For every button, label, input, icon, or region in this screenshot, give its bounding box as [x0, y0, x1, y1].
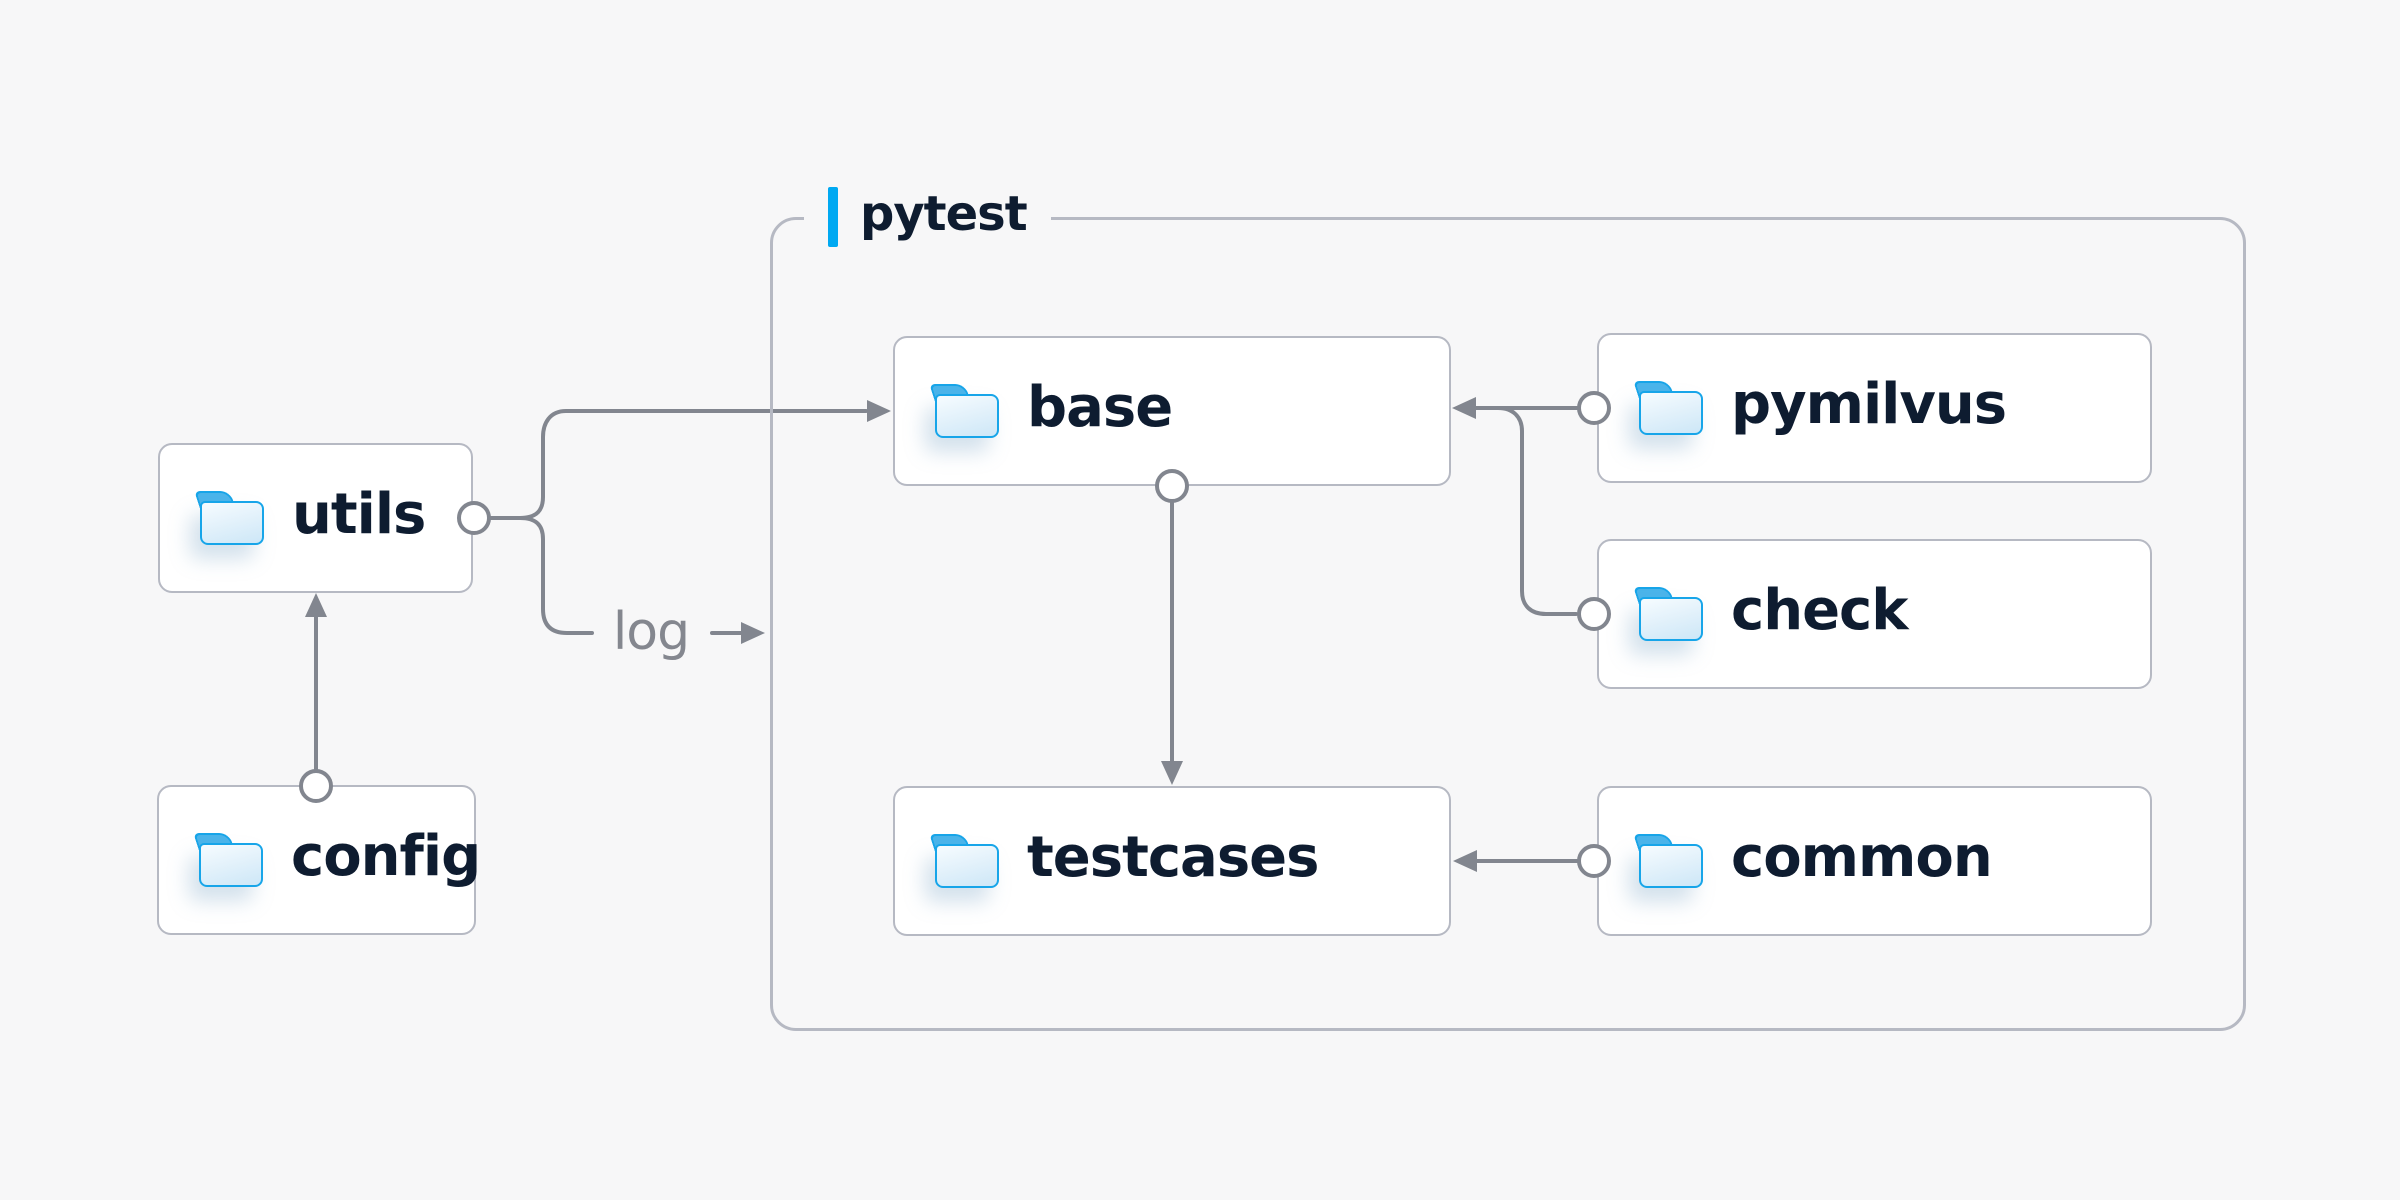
arrowhead-log-right — [741, 622, 765, 644]
node-common: common — [1597, 786, 2152, 936]
node-base: base — [893, 336, 1451, 486]
node-label: common — [1731, 825, 1993, 890]
log-edge-label: log — [612, 602, 690, 662]
folder-icon — [1633, 587, 1703, 641]
node-testcases: testcases — [893, 786, 1451, 936]
arrowhead-right-into-base — [867, 400, 891, 422]
folder-icon — [1633, 381, 1703, 435]
edge-check-to-base — [1496, 406, 1578, 616]
folder-icon — [929, 834, 999, 888]
port-pymilvus-left — [1577, 391, 1611, 425]
pytest-group-container — [770, 217, 2246, 1031]
node-check: check — [1597, 539, 2152, 689]
node-pymilvus: pymilvus — [1597, 333, 2152, 483]
node-label: config — [291, 824, 481, 889]
arrowhead-left-into-testcases — [1453, 850, 1477, 872]
port-base-bottom — [1155, 469, 1189, 503]
port-utils-right — [457, 501, 491, 535]
node-label: pymilvus — [1731, 372, 2007, 437]
edge-utils-to-log — [518, 516, 594, 635]
arrowhead-down-into-testcases — [1161, 761, 1183, 785]
node-label: base — [1027, 375, 1173, 440]
arrowhead-left-into-base — [1452, 397, 1476, 419]
node-label: check — [1731, 578, 1908, 643]
node-utils: utils — [158, 443, 473, 593]
pytest-group-label: pytest — [804, 181, 1051, 253]
port-common-left — [1577, 844, 1611, 878]
folder-icon — [929, 384, 999, 438]
node-config: config — [157, 785, 481, 935]
node-label: utils — [292, 482, 426, 547]
edge-utils-to-base — [518, 409, 868, 520]
folder-icon — [194, 491, 264, 545]
folder-icon — [193, 833, 263, 887]
accent-bar-icon — [828, 187, 838, 247]
folder-icon — [1633, 834, 1703, 888]
node-label: testcases — [1027, 825, 1319, 890]
arrowhead-up-into-utils — [305, 593, 327, 617]
pytest-group-title: pytest — [860, 186, 1028, 242]
port-check-left — [1577, 597, 1611, 631]
port-config-top — [299, 769, 333, 803]
